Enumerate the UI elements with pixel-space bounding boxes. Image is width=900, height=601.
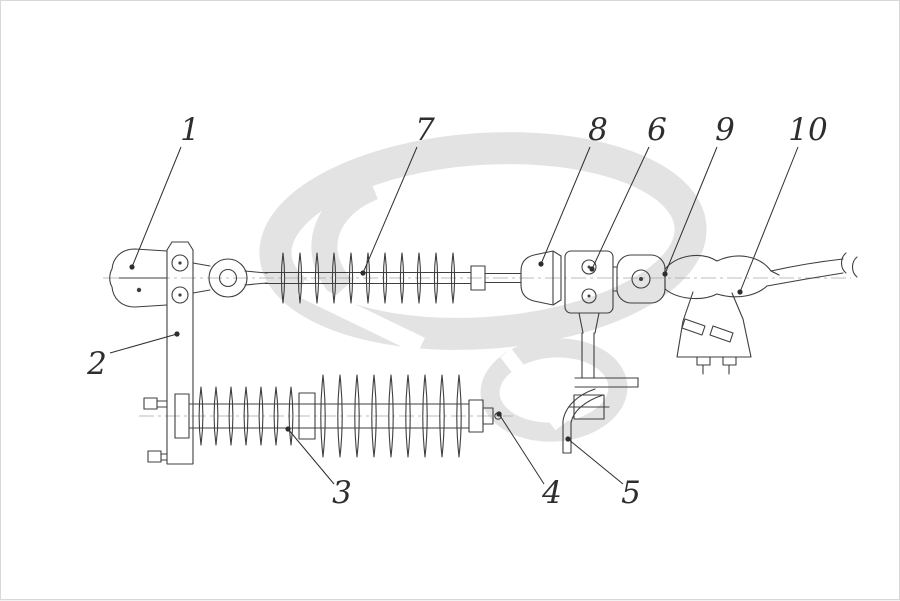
- arrester-shed: [439, 374, 445, 458]
- plate-bolt-hole: [171, 254, 189, 272]
- callout-6: 6: [589, 112, 667, 272]
- centerlines: [103, 277, 851, 417]
- callout-7: 7: [360, 112, 435, 276]
- callout-10: 10: [737, 112, 828, 295]
- clevis-pin: [631, 269, 651, 289]
- callout-7-label: 7: [415, 112, 435, 148]
- callout-4: 4: [496, 411, 562, 511]
- watermark-logo: [259, 132, 707, 442]
- yoke-bolt: [581, 259, 597, 275]
- callout-8: 8: [538, 112, 608, 267]
- callout-4-label: 4: [541, 475, 562, 511]
- eye-ring: [208, 258, 248, 298]
- arrester-terminal: [482, 407, 494, 425]
- callout-5-label: 5: [621, 475, 641, 511]
- callout-dot: [285, 426, 291, 432]
- callout-5: 5: [565, 436, 641, 511]
- conductor-wire: [766, 252, 858, 287]
- callout-dot: [360, 270, 366, 276]
- callout-dot: [662, 271, 668, 277]
- callout-3: 3: [285, 426, 352, 511]
- clamp-nut: [722, 356, 737, 366]
- callout-10-label: 10: [788, 112, 827, 148]
- insulator-end-fitting: [470, 265, 486, 291]
- yoke-plate: [564, 250, 614, 334]
- arrester-coupling: [298, 392, 316, 440]
- callout-6-label: 6: [647, 112, 667, 148]
- arrester-left-flange: [174, 393, 190, 439]
- mounting-plate: [166, 241, 194, 465]
- callout-1: 1: [129, 112, 200, 270]
- callout-1-label: 1: [180, 112, 200, 148]
- callout-9: 9: [662, 112, 735, 277]
- callout-9-label: 9: [715, 112, 735, 148]
- ball-eye-link: [192, 258, 268, 298]
- lead-wire: [570, 394, 604, 454]
- arrester-lead: [562, 332, 639, 454]
- polymer-insulator: [264, 252, 522, 304]
- suspension-clamp: [664, 254, 780, 375]
- clamp-u-bolt: [681, 318, 706, 336]
- callout-dot: [565, 436, 571, 442]
- callout-3-label: 3: [332, 475, 352, 511]
- callout-dot: [496, 411, 502, 417]
- clamp-u-bolt: [709, 325, 734, 343]
- callout-dot: [737, 289, 743, 295]
- surge-arrester: [174, 374, 502, 458]
- mounting-bolt: [143, 397, 158, 410]
- yoke-bolt: [581, 288, 597, 304]
- socket-fitting: [520, 250, 562, 306]
- callout-8-label: 8: [588, 112, 608, 148]
- callout-dot: [589, 266, 595, 272]
- callout-2-label: 2: [86, 346, 107, 382]
- mounting-bolt: [147, 450, 162, 463]
- callout-dot: [538, 261, 544, 267]
- lead-wire: [562, 388, 596, 454]
- clamp-nut: [696, 356, 711, 366]
- wire-break-mark: [851, 256, 858, 278]
- arrester-mounting-bolts: [143, 397, 168, 463]
- plate-bolt-hole: [171, 286, 189, 304]
- callout-dot: [129, 264, 135, 270]
- callout-dot: [174, 331, 180, 337]
- wire-break-mark: [840, 252, 847, 274]
- clamp-bolt-dot: [136, 287, 142, 293]
- callout-2: 2: [86, 331, 180, 382]
- callouts: 1 2 3 4 5 6 7: [86, 112, 828, 511]
- pole-clamp: [109, 248, 168, 308]
